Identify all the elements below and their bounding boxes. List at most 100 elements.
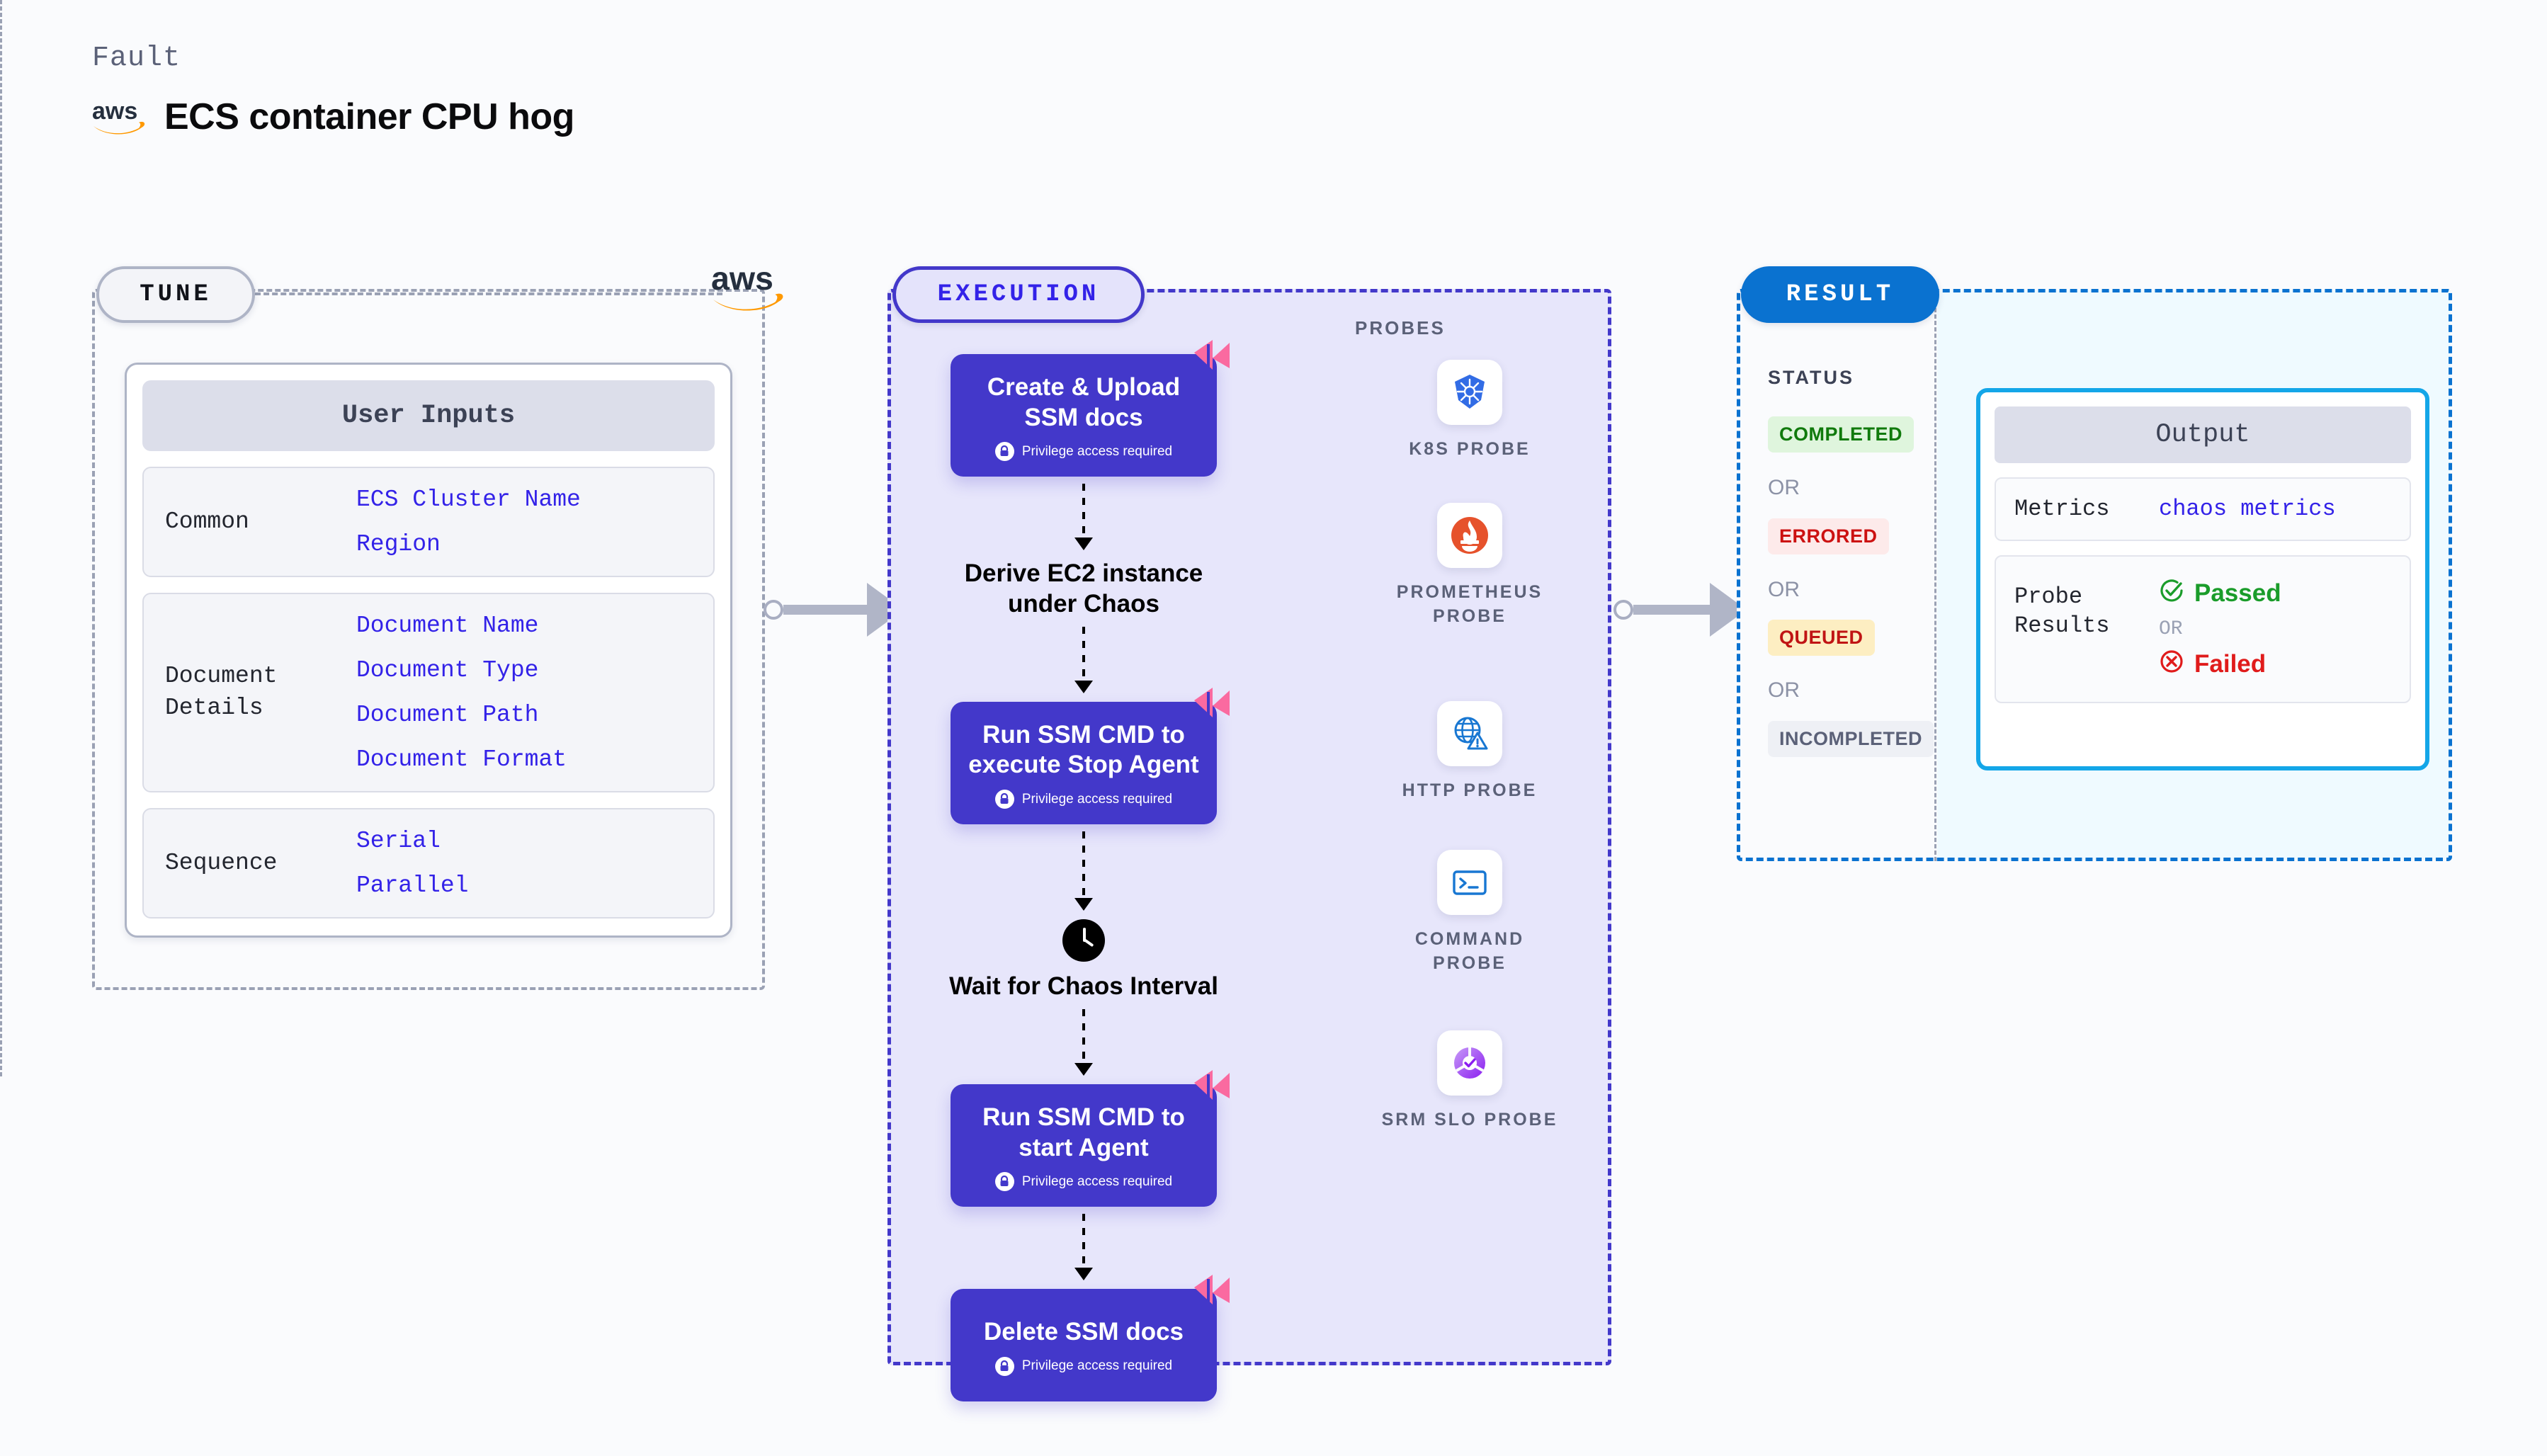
fault-kicker: Fault: [92, 42, 181, 74]
output-row-metrics: Metrics chaos metrics: [1995, 477, 2411, 541]
step-privilege-note: Privilege access required: [960, 790, 1207, 809]
x-circle-icon: [2159, 649, 2184, 681]
privilege-text: Privilege access required: [1021, 443, 1173, 459]
probe-http[interactable]: HTTP PROBE: [1378, 701, 1562, 803]
aws-logo-icon: aws: [92, 98, 146, 136]
status-badge-errored: ERRORED: [1768, 518, 1889, 554]
output-title: Output: [1995, 406, 2411, 463]
or-separator: OR: [1768, 476, 1800, 499]
execution-step-plain: Derive EC2 instance under Chaos: [964, 559, 1203, 618]
output-card: Output Metrics chaos metrics Probe Resul…: [1976, 388, 2429, 770]
step-title: Create & Upload SSM docs: [987, 373, 1181, 431]
input-value[interactable]: Parallel: [356, 872, 469, 899]
flag-icon: [1191, 337, 1232, 378]
probe-command[interactable]: COMMAND PROBE: [1378, 850, 1562, 976]
execution-flow: Create & Upload SSM docs Privilege acces…: [949, 340, 1230, 1401]
probe-prometheus[interactable]: PROMETHEUS PROBE: [1378, 503, 1562, 629]
tune-pill-label: TUNE: [140, 281, 212, 308]
flow-arrow: [1074, 484, 1093, 551]
input-value[interactable]: Document Format: [356, 746, 567, 773]
execution-step-box[interactable]: Delete SSM docs Privilege access require…: [951, 1275, 1230, 1401]
input-group-label: Common: [165, 508, 249, 535]
page-title: ECS container CPU hog: [164, 96, 574, 137]
flow-arrow: [1074, 1008, 1093, 1076]
flow-arrow: [1074, 831, 1093, 911]
tune-pill[interactable]: TUNE: [96, 266, 255, 323]
input-value[interactable]: Document Path: [356, 702, 539, 728]
input-group-values: Serial Parallel: [356, 828, 468, 899]
probe-srm-slo[interactable]: SRM SLO PROBE: [1378, 1030, 1562, 1132]
lock-icon: [994, 790, 1014, 809]
probe-k8s[interactable]: K8S PROBE: [1378, 360, 1562, 462]
input-value[interactable]: ECS Cluster Name: [356, 487, 581, 513]
terminal-icon: [1437, 850, 1502, 915]
status-badge-queued: QUEUED: [1768, 620, 1875, 656]
output-key: Metrics: [2014, 496, 2110, 522]
input-group-values: ECS Cluster Name Region: [356, 487, 581, 557]
tune-panel: [92, 289, 765, 990]
check-circle-icon: [2159, 578, 2184, 610]
probe-label: COMMAND PROBE: [1414, 929, 1525, 973]
tune-connector-dash: [255, 292, 722, 295]
user-inputs-title: User Inputs: [142, 380, 715, 451]
user-inputs-card: User Inputs Common ECS Cluster Name Regi…: [125, 363, 732, 938]
result-pill[interactable]: RESULT: [1741, 266, 1939, 323]
status-badge-completed: COMPLETED: [1768, 416, 1914, 453]
result-panel: [1737, 289, 2452, 861]
connector-dot: [1613, 600, 1633, 620]
result-pill-label: RESULT: [1786, 281, 1895, 308]
input-value[interactable]: Serial: [356, 828, 441, 854]
kubernetes-icon: [1437, 360, 1502, 425]
or-separator: OR: [1768, 678, 1800, 702]
probe-label: HTTP PROBE: [1402, 780, 1538, 800]
svg-text:aws: aws: [92, 98, 137, 125]
http-globe-icon: [1437, 701, 1502, 766]
probe-result-label: Failed: [2194, 650, 2267, 678]
input-group-document-details: Document Details Document Name Document …: [142, 593, 715, 792]
probe-result-list: Passed OR Failed: [2159, 578, 2281, 681]
execution-step-plain: Wait for Chaos Interval: [949, 972, 1218, 1001]
probe-result-passed: Passed: [2159, 578, 2281, 610]
result-status-region: [1737, 289, 1936, 861]
step-title: Run SSM CMD to execute Stop Agent: [968, 720, 1199, 779]
input-value[interactable]: Document Name: [356, 613, 539, 639]
clock-icon: [1062, 919, 1105, 962]
flag-icon: [1191, 1272, 1232, 1313]
page-header: Fault aws ECS container CPU hog: [92, 42, 574, 138]
or-separator: OR: [2159, 618, 2183, 640]
step-title: Run SSM CMD to start Agent: [982, 1103, 1185, 1161]
connector-bar: [783, 605, 868, 615]
input-group-values: Document Name Document Type Document Pat…: [356, 613, 567, 773]
step-privilege-note: Privilege access required: [960, 442, 1207, 462]
output-row-probe-results: Probe Results Passed OR: [1995, 554, 2411, 703]
step-privilege-note: Privilege access required: [960, 1356, 1207, 1376]
probes-label: PROBES: [1355, 317, 1446, 339]
tune-aws-logo-icon: aws: [711, 260, 785, 317]
step-title: Delete SSM docs: [983, 1318, 1184, 1346]
input-group-label: Document Details: [165, 663, 278, 721]
privilege-text: Privilege access required: [1021, 791, 1173, 807]
flow-arrow: [1074, 1214, 1093, 1281]
execution-step-box[interactable]: Run SSM CMD to start Agent Privilege acc…: [951, 1069, 1230, 1207]
flag-icon: [1191, 685, 1232, 726]
input-group-label: Sequence: [165, 849, 278, 876]
status-label: STATUS: [1768, 367, 1854, 388]
srm-slo-icon: [1437, 1030, 1502, 1096]
execution-step-box[interactable]: Run SSM CMD to execute Stop Agent Privil…: [951, 687, 1230, 825]
output-key: Probe Results: [2014, 583, 2110, 639]
connector-dot: [764, 600, 783, 620]
prometheus-icon: [1437, 503, 1502, 568]
input-value[interactable]: Region: [356, 531, 441, 557]
status-badge-incompleted: INCOMPLETED: [1768, 721, 1934, 757]
flow-arrow: [1074, 626, 1093, 693]
execution-pill[interactable]: EXECUTION: [892, 266, 1145, 323]
output-value-metrics[interactable]: chaos metrics: [2159, 496, 2336, 523]
input-value[interactable]: Document Type: [356, 657, 539, 683]
execution-step-box[interactable]: Create & Upload SSM docs Privilege acces…: [951, 340, 1230, 477]
svg-text:aws: aws: [711, 261, 773, 297]
or-separator: OR: [1768, 578, 1800, 601]
probe-result-label: Passed: [2194, 579, 2281, 608]
probe-result-failed: Failed: [2159, 649, 2281, 681]
lock-icon: [994, 1356, 1014, 1376]
probe-label: SRM SLO PROBE: [1381, 1110, 1558, 1130]
